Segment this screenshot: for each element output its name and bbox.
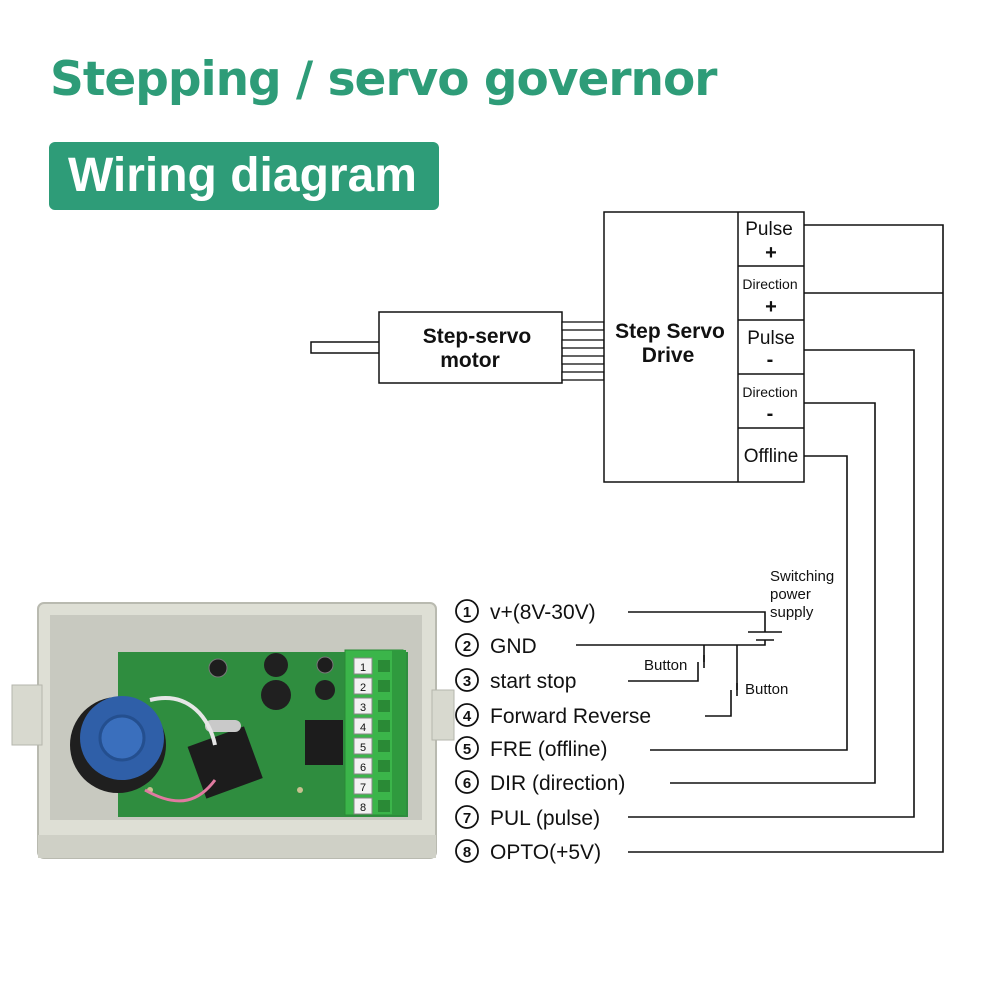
signal-wires: [628, 224, 944, 853]
button-label-start-stop: Button: [644, 657, 687, 674]
power-supply-label-line3: supply: [770, 604, 814, 621]
controller-board-photo: 1 2 3 4 5 6 7 8: [11, 602, 455, 859]
pin-label: DIR (direction): [490, 772, 625, 795]
terminal-pulse-minus-label: Pulse: [747, 328, 795, 349]
pin-list: 1 v+(8V-30V) 2 GND 3 start stop 4 Forward Rever…: [455, 599, 651, 864]
section-badge: [49, 142, 439, 210]
pin-number: 7: [463, 810, 471, 827]
terminal-number: 5: [360, 742, 366, 754]
pin-number-badge: [455, 736, 479, 760]
terminal-number: 8: [360, 802, 366, 814]
pin-number-badge: [455, 703, 479, 727]
terminal-screw: [378, 680, 390, 692]
drive-label-line1: Step Servo: [615, 320, 725, 343]
page-title: Stepping / servo governor: [50, 52, 717, 107]
terminal-slot: [353, 717, 373, 735]
pin-number-badge: [455, 668, 479, 692]
terminal-pulse-minus-sign: -: [767, 349, 774, 371]
terminal-pulse-plus-label: Pulse: [745, 219, 793, 240]
terminal-slot: [353, 697, 373, 715]
pin-number: 4: [463, 708, 472, 725]
wire-pulse-plus-opto: [628, 224, 944, 853]
pin-label: FRE (offline): [490, 738, 607, 761]
drive-label-line2: Drive: [642, 344, 695, 367]
pin-label: GND: [490, 635, 537, 658]
pin-number: 8: [463, 844, 471, 861]
terminal-screw: [378, 660, 390, 672]
pin-number-badge: [455, 770, 479, 794]
pin-number: 5: [463, 741, 471, 758]
terminal-direction-plus-label: Direction: [742, 276, 797, 292]
terminal-slot: [353, 797, 373, 815]
terminal-offline-label: Offline: [744, 446, 799, 467]
step-servo-drive: Step Servo Drive Pulse + Direction + Pul…: [603, 211, 805, 483]
terminal-slot: [353, 657, 373, 675]
pin-label: OPTO(+5V): [490, 841, 601, 864]
pin-label: PUL (pulse): [490, 807, 600, 830]
terminal-slot: [353, 677, 373, 695]
motor-label-line1: Step-servo: [423, 325, 532, 348]
terminal-screw: [378, 760, 390, 772]
power-and-buttons: [576, 611, 782, 717]
pin-number: 6: [463, 775, 471, 792]
pin-number: 1: [463, 604, 471, 621]
wire-direction-minus-dir: [670, 402, 876, 784]
pin-number-badge: [455, 599, 479, 623]
terminal-screw: [378, 740, 390, 752]
terminal-number: 7: [360, 782, 366, 794]
wire-offline-fre: [650, 455, 848, 751]
terminal-slot: [353, 777, 373, 795]
button-label-forward-reverse: Button: [745, 681, 788, 698]
motor-label-line2: motor: [440, 349, 500, 372]
power-supply-label-line1: Switching: [770, 568, 834, 585]
section-badge-label: Wiring diagram: [68, 149, 417, 202]
pin-label: v+(8V-30V): [490, 601, 596, 624]
terminal-number: 4: [360, 722, 366, 734]
terminal-direction-minus-sign: -: [767, 403, 774, 425]
terminal-direction-minus-label: Direction: [742, 384, 797, 400]
terminal-number: 3: [360, 702, 366, 714]
terminal-slot: [353, 737, 373, 755]
terminal-screw: [378, 720, 390, 732]
terminal-screw: [378, 780, 390, 792]
terminal-slot: [353, 757, 373, 775]
pin-number: 2: [463, 638, 471, 655]
terminal-number: 6: [360, 762, 366, 774]
terminal-direction-plus-sign: +: [765, 296, 777, 318]
pin-label: start stop: [490, 670, 576, 693]
pin-number-badge: [455, 839, 479, 863]
terminal-screw: [378, 800, 390, 812]
pin-number-badge: [455, 633, 479, 657]
pin-number: 3: [463, 673, 471, 690]
power-supply-label-line2: power: [770, 586, 811, 603]
terminal-screw: [378, 700, 390, 712]
pin-label: Forward Reverse: [490, 705, 651, 728]
step-servo-motor: Step-servo motor: [310, 311, 605, 384]
terminal-block: 1 2 3 4 5 6 7 8: [353, 657, 390, 815]
pin-number-badge: [455, 805, 479, 829]
terminal-number: 2: [360, 682, 366, 694]
terminal-number: 1: [360, 662, 366, 674]
terminal-pulse-plus-sign: +: [765, 242, 777, 264]
wire-pulse-minus-pul: [628, 349, 915, 818]
